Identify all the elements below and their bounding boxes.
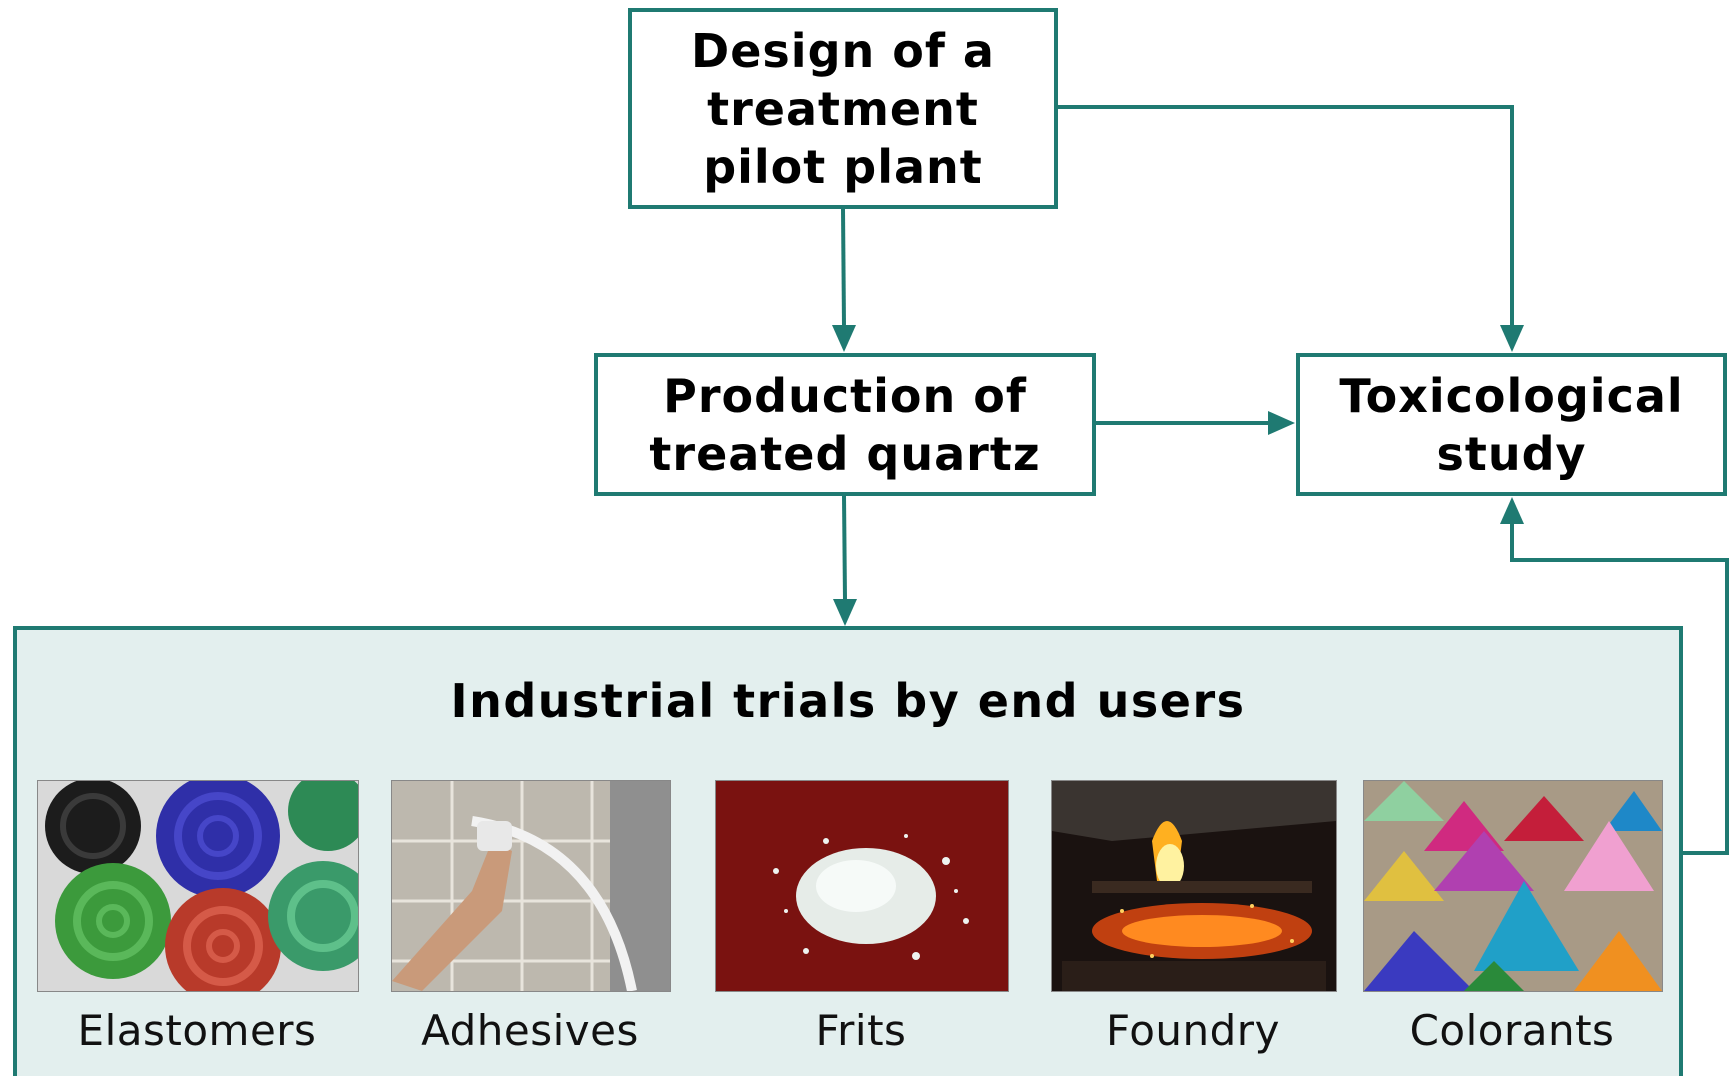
arrowhead-toxicological-top xyxy=(1500,325,1524,352)
arrow-trials-to-toxicological xyxy=(1510,522,1729,855)
production-treated-quartz-label: Production of treated quartz xyxy=(649,368,1041,481)
arrowhead-production xyxy=(832,325,856,352)
design-pilot-plant-label: Design of a treatment pilot plant xyxy=(691,23,995,194)
colorants-caption: Colorants xyxy=(1409,1006,1615,1055)
production-treated-quartz-box: Production of treated quartz xyxy=(594,353,1096,496)
design-pilot-plant-box: Design of a treatment pilot plant xyxy=(628,8,1058,209)
arrowhead-toxicological-left xyxy=(1268,411,1295,435)
arrow-production-to-trials xyxy=(842,495,847,601)
toxicological-study-box: Toxicological study xyxy=(1296,353,1727,496)
arrow-design-to-toxicological xyxy=(1058,105,1514,326)
arrowhead-trials xyxy=(833,599,857,626)
colorants-image xyxy=(1363,780,1663,992)
arrow-design-to-production xyxy=(841,208,846,327)
industrial-trials-panel: Industrial trials by end users Elastomer… xyxy=(13,626,1683,1076)
industrial-trials-title: Industrial trials by end users xyxy=(450,674,1246,728)
elastomers-image xyxy=(37,780,359,992)
foundry-caption: Foundry xyxy=(1106,1006,1280,1055)
adhesives-caption: Adhesives xyxy=(421,1006,639,1055)
frits-image xyxy=(715,780,1009,992)
toxicological-study-label: Toxicological study xyxy=(1339,368,1684,481)
frits-caption: Frits xyxy=(815,1006,907,1055)
foundry-image xyxy=(1051,780,1337,992)
elastomers-caption: Elastomers xyxy=(77,1006,317,1055)
adhesives-image xyxy=(391,780,671,992)
arrowhead-toxicological-bottom xyxy=(1500,497,1524,524)
